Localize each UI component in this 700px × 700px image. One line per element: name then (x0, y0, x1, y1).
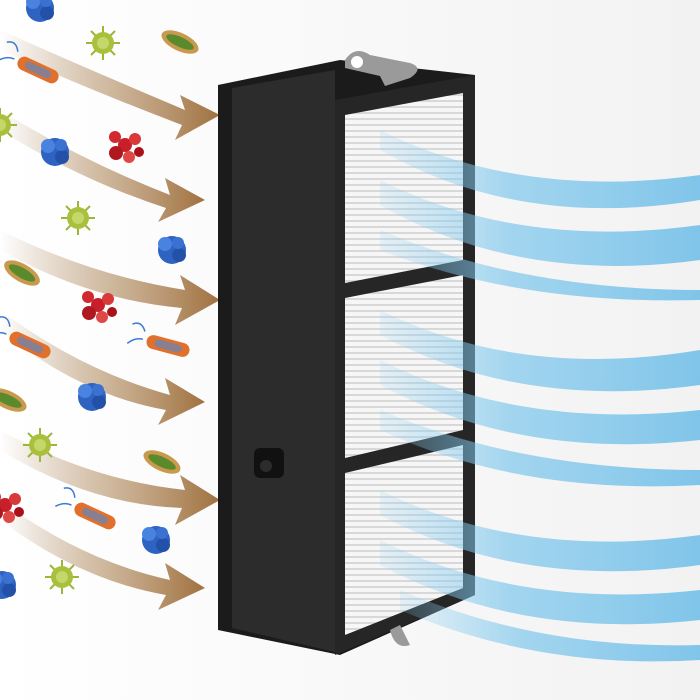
dirty-air-arrow-icon (0, 500, 205, 610)
clean-air-stream-icon (380, 130, 700, 209)
clean-air-stream-icon (400, 590, 700, 662)
clean-air-streams (380, 130, 700, 662)
dirty-air-arrow-icon (0, 310, 205, 425)
clean-air-stream-icon (380, 490, 700, 572)
dirty-air-arrow-icon (0, 230, 220, 325)
filter-panel-2 (345, 275, 463, 458)
clean-air-stream-icon (380, 360, 700, 445)
clean-air-stream-icon (380, 180, 700, 266)
dirty-air-arrow-icon (0, 430, 220, 525)
dirty-air-arrow-icon (0, 30, 220, 140)
clean-air-stream-icon (380, 310, 700, 392)
clean-air-stream-icon (380, 230, 700, 301)
clean-air-stream-icon (380, 540, 700, 625)
pull-tab-icon (345, 51, 418, 86)
clean-air-stream-icon (380, 410, 700, 487)
filter-panel-1 (345, 93, 463, 283)
dirty-air-arrows (0, 30, 220, 610)
dirty-air-arrow-icon (0, 110, 205, 222)
